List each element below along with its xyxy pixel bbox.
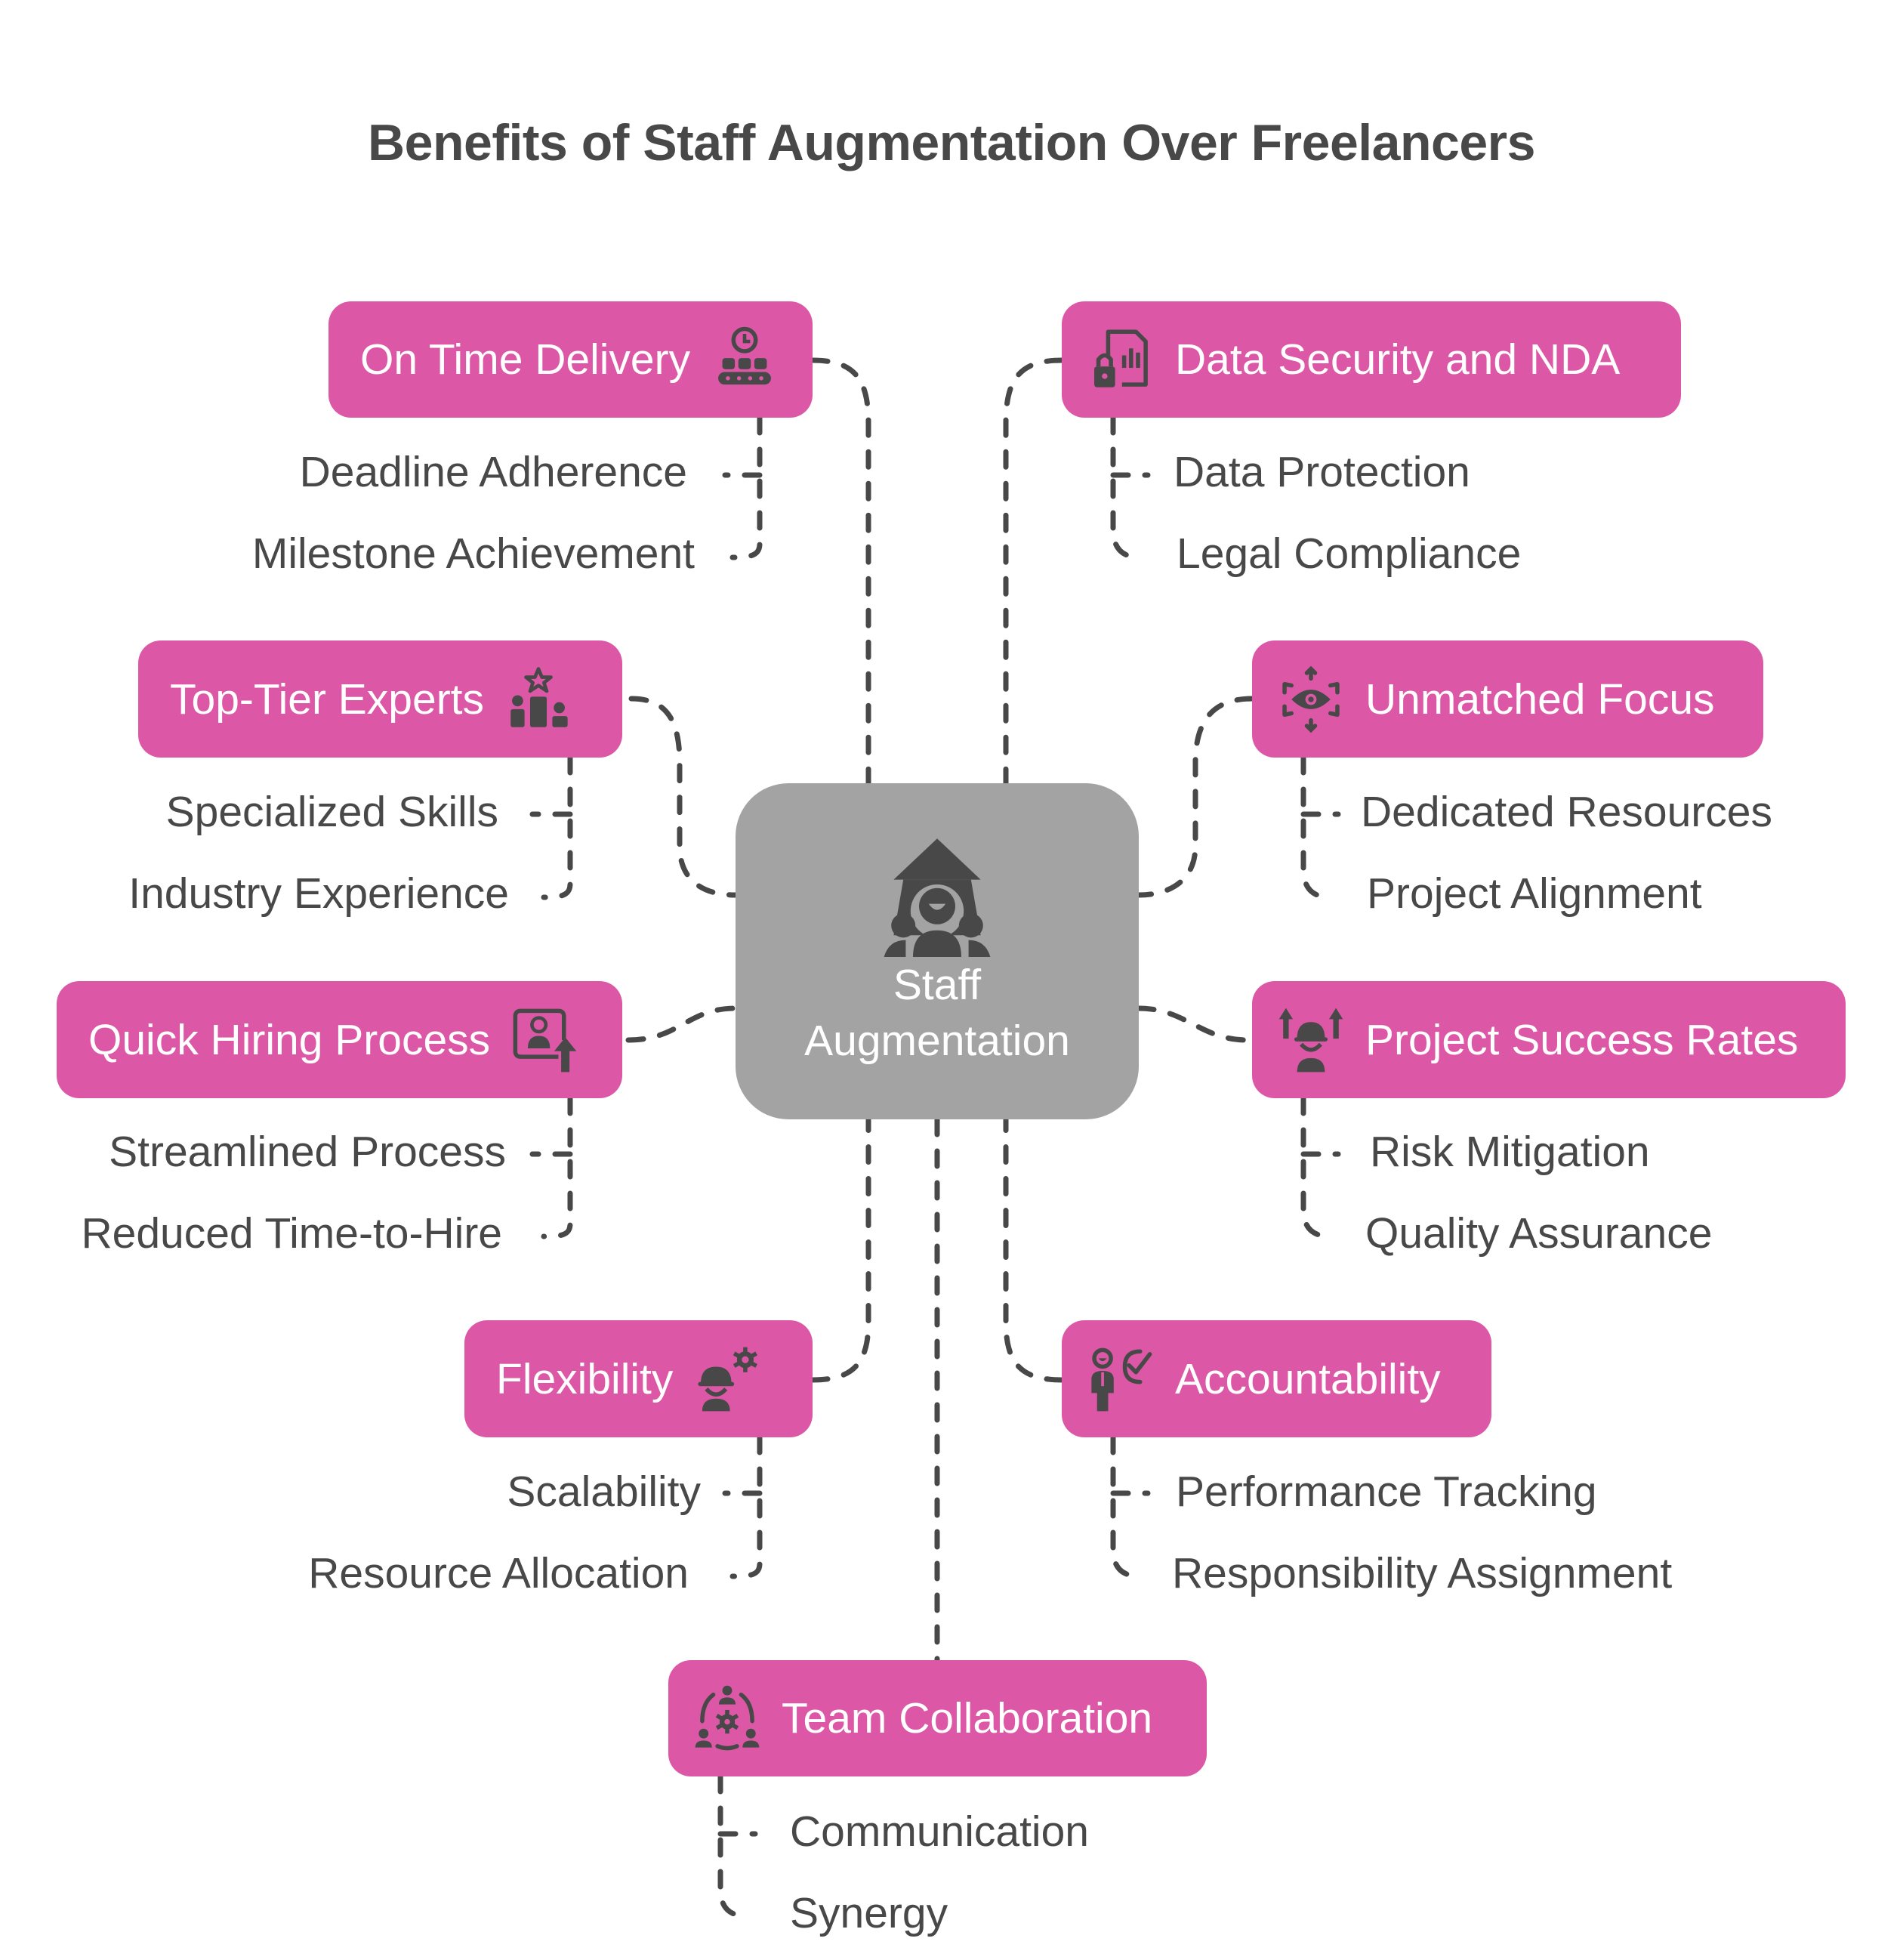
- branch-team-collaboration[interactable]: Team Collaboration: [668, 1660, 1207, 1776]
- branch-label: Data Security and NDA: [1175, 335, 1621, 384]
- sub-item-synergy: Synergy: [790, 1889, 948, 1937]
- branch-label: Accountability: [1175, 1354, 1441, 1403]
- worker-gear-icon: [689, 1341, 765, 1417]
- sub-item-reduced-time-to-hire: Reduced Time-to-Hire: [81, 1209, 502, 1258]
- connector-otd-children: [722, 415, 763, 560]
- sub-item-streamlined-process: Streamlined Process: [109, 1128, 506, 1176]
- branch-unmatched-focus[interactable]: Unmatched Focus: [1252, 640, 1763, 758]
- connector-quick-hiring: [625, 1005, 739, 1043]
- sub-item-resource-allocation: Resource Allocation: [308, 1549, 689, 1597]
- sub-item-milestone-achievement: Milestone Achievement: [251, 529, 695, 578]
- sub-item-deadline-adherence: Deadline Adherence: [299, 448, 687, 496]
- connector-qhp-children: [529, 1095, 573, 1239]
- connector-flex-children: [722, 1434, 763, 1579]
- connector-tte-children: [529, 755, 573, 900]
- branch-label: Team Collaboration: [782, 1694, 1153, 1742]
- sub-item-performance-tracking: Performance Tracking: [1176, 1468, 1597, 1516]
- profile-upload-icon: [507, 1002, 582, 1078]
- sub-item-specialized-skills: Specialized Skills: [165, 788, 498, 836]
- branch-data-security[interactable]: Data Security and NDA: [1062, 301, 1681, 418]
- connector-ds-children: [1110, 415, 1151, 560]
- connector-acc-children: [1110, 1434, 1151, 1579]
- lock-document-chart-icon: [1083, 322, 1158, 397]
- sub-item-scalability: Scalability: [507, 1468, 701, 1516]
- connector-data-security: [1003, 357, 1065, 786]
- connector-tc-children: [717, 1773, 758, 1919]
- eye-focus-arrows-icon: [1273, 662, 1349, 737]
- center-node-staff-augmentation[interactable]: Staff Augmentation: [736, 783, 1139, 1119]
- branch-label: On Time Delivery: [360, 335, 691, 384]
- sub-item-project-alignment: Project Alignment: [1367, 869, 1702, 918]
- branch-label: Project Success Rates: [1365, 1015, 1799, 1064]
- branch-top-tier-experts[interactable]: Top-Tier Experts: [138, 640, 622, 758]
- connector-flexibility: [810, 1116, 871, 1383]
- connector-top-tier-experts: [628, 696, 739, 898]
- sub-item-quality-assurance: Quality Assurance: [1365, 1209, 1713, 1258]
- clock-conveyor-icon: [707, 322, 782, 397]
- worker-arrows-up-icon: [1273, 1002, 1349, 1078]
- podium-star-icon: [501, 662, 576, 737]
- branch-accountability[interactable]: Accountability: [1062, 1320, 1491, 1437]
- connector-accountability: [1003, 1116, 1065, 1383]
- sub-item-risk-mitigation: Risk Mitigation: [1370, 1128, 1650, 1176]
- connector-project-success: [1136, 1005, 1251, 1043]
- center-label-line1: Staff: [893, 961, 982, 1009]
- sub-item-responsibility-assignment: Responsibility Assignment: [1172, 1549, 1673, 1597]
- diagram-title: Benefits of Staff Augmentation Over Free…: [368, 114, 1535, 171]
- sub-item-industry-experience: Industry Experience: [128, 869, 509, 918]
- connector-on-time-delivery: [810, 357, 871, 786]
- sub-item-data-protection: Data Protection: [1174, 448, 1470, 496]
- sub-item-dedicated-resources: Dedicated Resources: [1361, 788, 1772, 836]
- sub-item-legal-compliance: Legal Compliance: [1177, 529, 1522, 578]
- team-leader-graduation-icon: [884, 838, 991, 957]
- sub-item-communication: Communication: [790, 1807, 1089, 1856]
- connector-uf-children: [1300, 755, 1341, 900]
- center-label-line2: Augmentation: [804, 1017, 1070, 1065]
- team-gear-circle-icon: [689, 1681, 765, 1756]
- person-checkmark-icon: [1083, 1341, 1158, 1417]
- connector-unmatched-focus: [1136, 696, 1255, 898]
- branch-flexibility[interactable]: Flexibility: [464, 1320, 813, 1437]
- branch-quick-hiring-process[interactable]: Quick Hiring Process: [57, 981, 622, 1098]
- branch-label: Quick Hiring Process: [88, 1015, 491, 1064]
- connector-psr-children: [1300, 1095, 1341, 1239]
- branch-label: Unmatched Focus: [1365, 674, 1715, 724]
- branch-project-success-rates[interactable]: Project Success Rates: [1252, 981, 1846, 1098]
- branch-label: Flexibility: [496, 1354, 674, 1403]
- branch-label: Top-Tier Experts: [170, 674, 485, 724]
- branch-on-time-delivery[interactable]: On Time Delivery: [328, 301, 813, 418]
